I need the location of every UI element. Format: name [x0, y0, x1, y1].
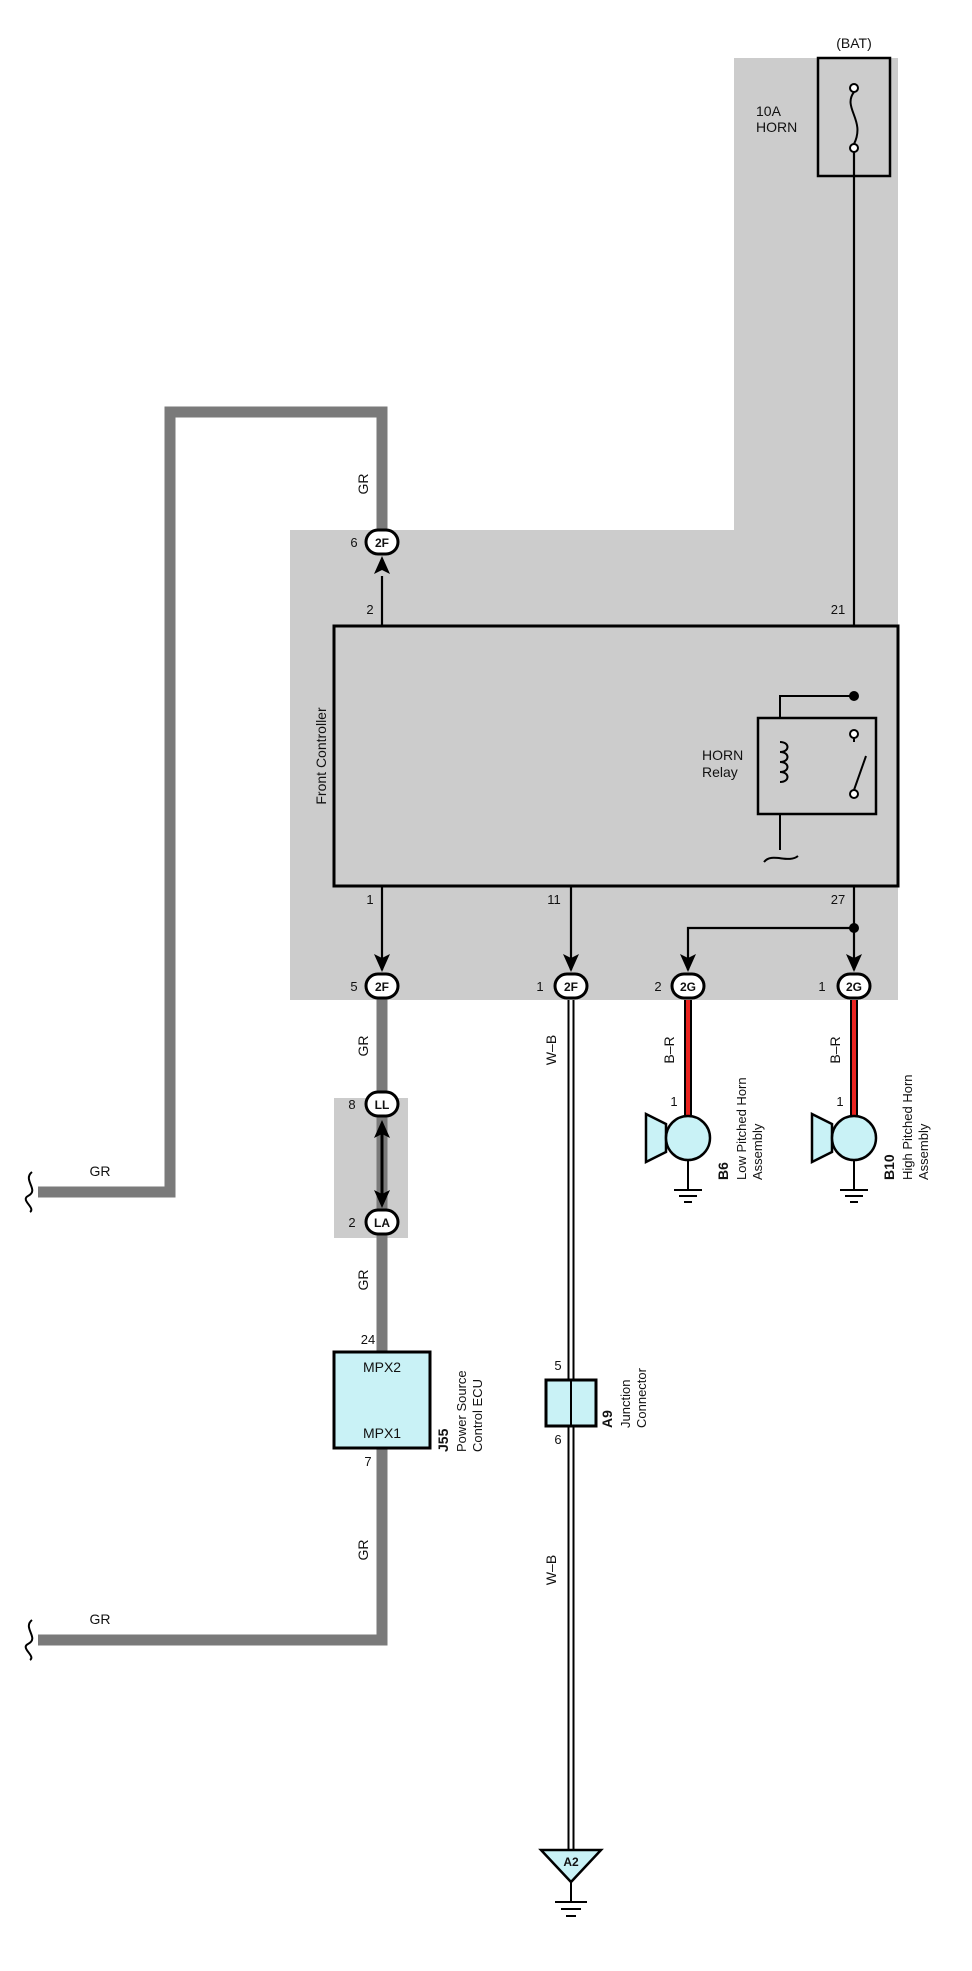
power-source-control-ecu: MPX2 MPX1 24 7 J55 Power Source Control … — [332, 1332, 485, 1469]
connector-2f-top: 2F 6 — [350, 528, 400, 556]
junction-pin-5: 5 — [554, 1358, 561, 1373]
ecu-name2: Control ECU — [470, 1379, 485, 1452]
junction-name1: Junction — [618, 1380, 633, 1428]
high-horn-pin: 1 — [836, 1094, 843, 1109]
ecu-label-mpx1: MPX1 — [363, 1425, 401, 1441]
high-horn-name2: Assembly — [916, 1123, 931, 1180]
ground-a2-label: A2 — [563, 1855, 579, 1869]
ecu-pin-7: 7 — [364, 1454, 371, 1469]
wire-end-break-lower — [24, 1619, 34, 1661]
relay-label-line2: Relay — [702, 764, 738, 780]
low-horn-name1: Low Pitched Horn — [734, 1077, 749, 1180]
relay-label-line1: HORN — [702, 747, 743, 763]
svg-text:2F: 2F — [564, 980, 578, 994]
wire-label-gr-lower: GR — [355, 1270, 371, 1291]
connector-2f-left: 2F 5 — [350, 972, 400, 1000]
controller-pin-1: 1 — [366, 892, 373, 907]
low-horn-id: B6 — [715, 1162, 731, 1180]
gr-wire-bottom — [38, 1448, 388, 1646]
wire-label-br-right: B–R — [827, 1036, 843, 1063]
connector-2f-top-pin: 6 — [350, 535, 357, 550]
relay-coil — [779, 741, 789, 783]
svg-text:LL: LL — [375, 1098, 390, 1112]
high-pitched-horn: 1 B10 High Pitched Horn Assembly — [810, 1075, 931, 1203]
connector-2g-left: 2G 2 — [654, 972, 706, 1000]
connector-2g-right: 2G 1 — [818, 972, 872, 1000]
wire-label-wb-lower: W–B — [543, 1555, 559, 1585]
ground-icon — [555, 1901, 587, 1917]
high-horn-id: B10 — [881, 1154, 897, 1180]
wire-end-break-upper — [24, 1171, 34, 1213]
fuse-rating-label: 10A — [756, 103, 782, 119]
fuse-10a-horn: (BAT) 10A HORN — [756, 35, 892, 178]
ecu-pin-24: 24 — [361, 1332, 375, 1347]
svg-text:2F: 2F — [375, 980, 389, 994]
relay-switch-contact — [853, 755, 867, 791]
branch-junction-dot — [849, 923, 859, 933]
wire-label-gr-mid: GR — [355, 1036, 371, 1057]
junction-connector: 5 6 A9 Junction Connector — [544, 1358, 649, 1447]
connector-la-pin: 2 — [348, 1215, 355, 1230]
svg-text:LA: LA — [374, 1216, 390, 1230]
connector-la: LA 2 — [348, 1208, 400, 1236]
horn-bell-icon — [644, 1111, 668, 1165]
junction-id: A9 — [599, 1410, 615, 1428]
controller-pin-11: 11 — [547, 892, 561, 907]
controller-pin-2: 2 — [366, 602, 373, 617]
wire-label-gr-bottom: GR — [355, 1540, 371, 1561]
ecu-label-mpx2: MPX2 — [363, 1359, 401, 1375]
wire-label-gr-left-upper: GR — [90, 1163, 111, 1179]
low-horn-name2: Assembly — [750, 1123, 765, 1180]
wire-label-wb-upper: W–B — [543, 1035, 559, 1065]
svg-text:2F: 2F — [375, 536, 389, 550]
connector-2g-right-pin: 1 — [818, 979, 825, 994]
front-controller-label: Front Controller — [313, 707, 329, 805]
ground-point-a2: A2 — [538, 1848, 604, 1917]
junction-pin-6: 6 — [554, 1432, 561, 1447]
gr-wire-upper-loop — [38, 406, 388, 1198]
wire-label-gr-top: GR — [355, 474, 371, 495]
ground-icon — [840, 1189, 868, 1203]
svg-text:2G: 2G — [846, 980, 862, 994]
connector-ll: LL 8 — [348, 1090, 400, 1118]
fuse-source-label: (BAT) — [836, 35, 872, 51]
fuse-name-label: HORN — [756, 119, 797, 135]
horn-relay: HORN Relay — [702, 691, 878, 863]
svg-text:2G: 2G — [680, 980, 696, 994]
arrowheads — [374, 556, 862, 1208]
horn-bell-icon — [810, 1111, 834, 1165]
ecu-id: J55 — [435, 1428, 451, 1452]
low-horn-pin: 1 — [670, 1094, 677, 1109]
wire-label-gr-left-lower: GR — [90, 1611, 111, 1627]
low-pitched-horn: 1 B6 Low Pitched Horn Assembly — [644, 1077, 765, 1203]
controller-pin-27: 27 — [831, 892, 845, 907]
horn-branch-wire — [686, 926, 854, 970]
front-controller: Front Controller 2 21 1 11 27 — [313, 602, 900, 907]
ground-icon — [674, 1189, 702, 1203]
connector-ll-pin: 8 — [348, 1097, 355, 1112]
ecu-name1: Power Source — [454, 1370, 469, 1452]
high-horn-name1: High Pitched Horn — [900, 1075, 915, 1181]
controller-pin-21: 21 — [831, 602, 845, 617]
junction-name2: Connector — [634, 1367, 649, 1428]
wire-label-br-left: B–R — [661, 1036, 677, 1063]
connector-2f-mid: 2F 1 — [536, 972, 589, 1000]
connector-2g-left-pin: 2 — [654, 979, 661, 994]
connector-2f-left-pin: 5 — [350, 979, 357, 994]
shaded-area-main — [290, 58, 898, 1000]
connector-2f-mid-pin: 1 — [536, 979, 543, 994]
